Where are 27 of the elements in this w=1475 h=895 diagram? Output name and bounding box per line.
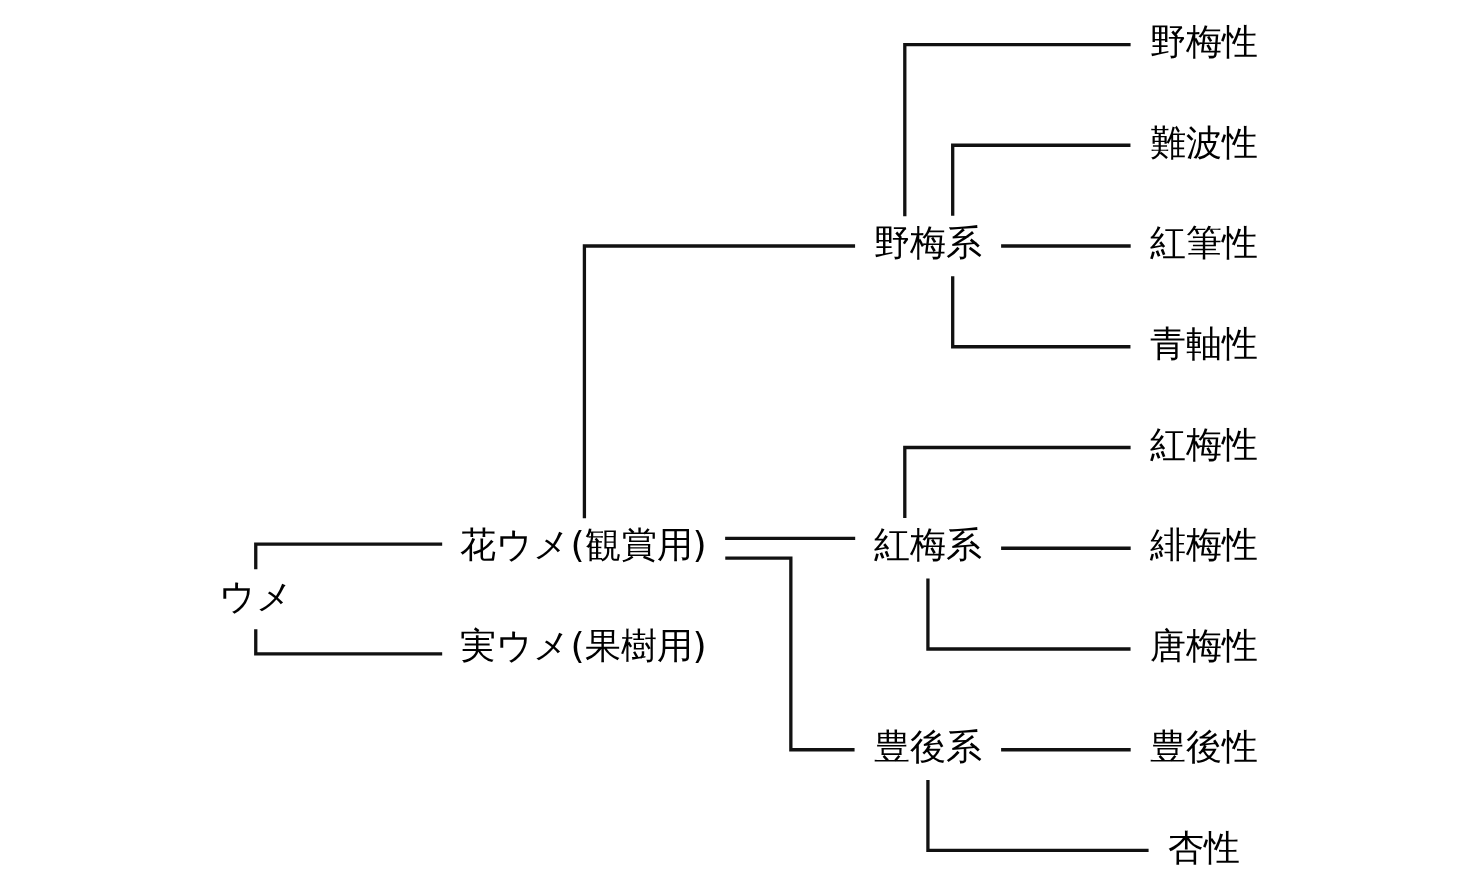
- node-text: 豊後系: [873, 724, 982, 768]
- node-text: 緋梅性: [1149, 523, 1258, 567]
- connector: [925, 779, 1149, 853]
- connector: [724, 536, 855, 540]
- connector: [724, 556, 855, 752]
- node-text: 杏性: [1167, 825, 1240, 869]
- node-text: 紅梅性: [1149, 422, 1258, 466]
- connector: [1000, 748, 1131, 752]
- node-text: 野梅性: [1149, 19, 1258, 63]
- connector: [902, 42, 1131, 217]
- connector: [1000, 546, 1131, 550]
- node-text: 野梅系: [873, 221, 982, 265]
- node-text: 青軸性: [1149, 322, 1258, 366]
- connector: [950, 143, 1130, 216]
- node-text: 唐梅性: [1149, 624, 1258, 668]
- connector: [950, 276, 1130, 349]
- node-text: 花ウメ(観賞用): [459, 523, 707, 567]
- node-text: 紅梅系: [873, 523, 982, 567]
- node-text: 豊後性: [1149, 724, 1258, 768]
- node-text: 難波性: [1149, 120, 1258, 164]
- node-text: 紅筆性: [1149, 221, 1258, 265]
- connector: [582, 244, 855, 519]
- node-text: ウメ: [218, 574, 293, 618]
- node-text: 実ウメ(果樹用): [459, 624, 707, 668]
- connector: [902, 445, 1131, 518]
- connector: [925, 578, 1131, 651]
- connector: [1000, 244, 1131, 248]
